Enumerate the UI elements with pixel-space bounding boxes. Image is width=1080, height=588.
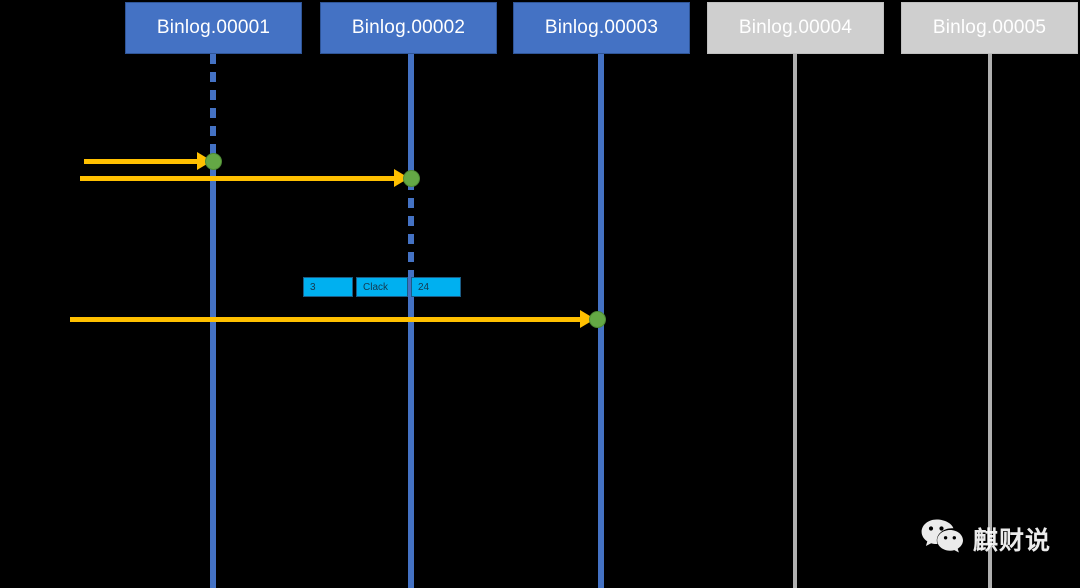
arrow-to-binlog-00002 <box>80 176 396 181</box>
lifeline-binlog-00004 <box>793 54 797 588</box>
binlog-box-label: Binlog.00002 <box>351 17 466 38</box>
watermark: 麒财说 <box>920 518 1051 559</box>
node-binlog-00001[interactable] <box>205 153 222 170</box>
lifeline-binlog-00002-dashed <box>408 180 414 277</box>
event-record[interactable]: 3 Clack 24 <box>303 277 461 297</box>
watermark-text: 麒财说 <box>973 525 1052 555</box>
binlog-box-00001[interactable]: Binlog.00001 <box>125 2 302 54</box>
binlog-box-label: Binlog.00004 <box>738 17 853 38</box>
event-record-cell-type: Clack <box>356 277 408 297</box>
arrow-to-binlog-00003 <box>70 317 582 322</box>
event-record-cell-offset: 24 <box>411 277 461 297</box>
lifeline-binlog-00001-solid <box>210 160 216 588</box>
binlog-box-00003[interactable]: Binlog.00003 <box>513 2 690 54</box>
binlog-box-00004[interactable]: Binlog.00004 <box>707 2 884 54</box>
lifeline-binlog-00001-dashed <box>210 54 216 162</box>
lifeline-binlog-00005 <box>988 54 992 588</box>
lifeline-binlog-00002-solid-top <box>408 54 414 180</box>
arrow-to-binlog-00001 <box>84 159 199 164</box>
event-record-cell-value: Clack <box>363 281 389 293</box>
binlog-box-00002[interactable]: Binlog.00002 <box>320 2 497 54</box>
lifeline-binlog-00002-solid-bottom <box>408 277 414 588</box>
binlog-box-00005[interactable]: Binlog.00005 <box>901 2 1078 54</box>
binlog-box-label: Binlog.00003 <box>544 17 659 38</box>
node-binlog-00002[interactable] <box>403 170 420 187</box>
wechat-icon <box>920 518 964 559</box>
binlog-box-label: Binlog.00005 <box>932 17 1047 38</box>
event-record-cell-value: 3 <box>310 281 316 293</box>
event-record-cell-value: 24 <box>418 281 430 293</box>
node-binlog-00003[interactable] <box>589 311 606 328</box>
binlog-box-label: Binlog.00001 <box>156 17 271 38</box>
event-record-cell-position: 3 <box>303 277 353 297</box>
